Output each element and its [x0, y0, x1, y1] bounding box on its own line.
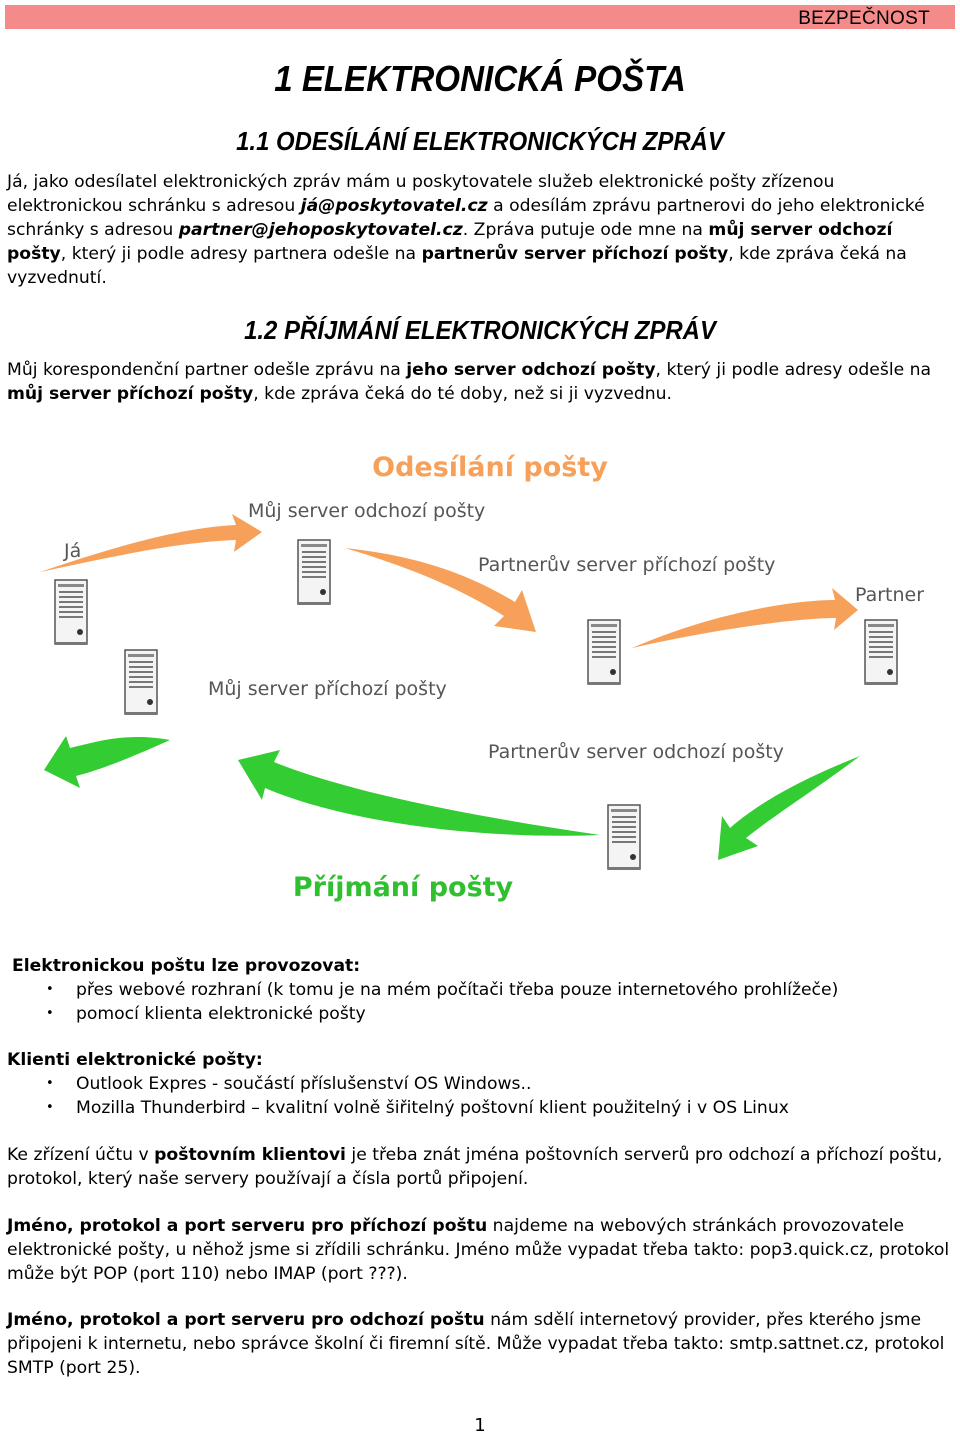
server-partner-incoming-icon	[587, 619, 621, 686]
partner-email-address: partner@jehoposkytovatel.cz	[178, 220, 463, 240]
server-my-incoming-icon	[124, 649, 158, 716]
send-arrow-icon	[345, 548, 536, 632]
paragraph-receiving: Můj korespondenční partner odešle zprávu…	[7, 360, 932, 404]
diagram-title-sending: Odesílání pošty	[372, 452, 608, 483]
server-me-icon	[54, 579, 88, 646]
server-my-outgoing-icon	[297, 539, 331, 606]
receive-arrow-icon	[718, 756, 860, 860]
list-item: pomocí klienta elektronické pošty	[0, 1002, 950, 1026]
paragraph-outgoing-server: Jméno, protokol a port serveru pro odcho…	[7, 1310, 945, 1378]
paragraph-account-setup: Ke zřízení účtu v poštovním klientovi je…	[7, 1145, 943, 1189]
header-label: BEZPEČNOST	[798, 8, 930, 29]
page-title: 1 ELEKTRONICKÁ POŠTA	[274, 58, 686, 99]
section-heading-sending: 1.1 ODESÍLÁNÍ ELEKTRONICKÝCH ZPRÁV	[236, 126, 724, 156]
clients-list: Outlook Expres - součástí příslušenství …	[0, 1072, 950, 1120]
ways-heading: Elektronickou poštu lze provozovat:	[12, 956, 361, 976]
ways-list: přes webové rozhraní (k tomu je na mém p…	[0, 978, 950, 1026]
label-my-incoming-server: Můj server příchozí pošty	[208, 678, 447, 700]
label-me: Já	[63, 540, 81, 562]
email-flow-diagram: Odesílání pošty Příjmání pošty Já Partne…	[40, 452, 924, 903]
label-partner: Partner	[855, 584, 924, 606]
page-number: 1	[474, 1415, 486, 1436]
diagram-title-receiving: Příjmání pošty	[293, 872, 514, 903]
receive-arrow-icon	[238, 750, 600, 836]
label-partner-incoming-server: Partnerův server příchozí pošty	[478, 554, 775, 576]
paragraph-sending: Já, jako odesílatel elektronických zpráv…	[7, 172, 925, 288]
header-bar	[5, 5, 955, 29]
section-heading-receiving: 1.2 PŘÍJMÁNÍ ELEKTRONICKÝCH ZPRÁV	[244, 315, 716, 345]
server-partner-icon	[864, 619, 898, 686]
send-arrow-icon	[40, 514, 262, 572]
list-item: Mozilla Thunderbird – kvalitní volně šiř…	[0, 1096, 950, 1120]
receive-arrow-icon	[44, 736, 170, 788]
label-partner-outgoing-server: Partnerův server odchozí pošty	[488, 741, 784, 763]
clients-heading: Klienti elektronické pošty:	[7, 1050, 263, 1070]
my-email-address: já@poskytovatel.cz	[300, 196, 488, 216]
list-item: Outlook Expres - součástí příslušenství …	[0, 1072, 950, 1096]
label-my-outgoing-server: Můj server odchozí pošty	[248, 500, 485, 522]
send-arrow-icon	[632, 588, 858, 648]
server-partner-outgoing-icon	[607, 804, 641, 871]
list-item: přes webové rozhraní (k tomu je na mém p…	[0, 978, 950, 1002]
paragraph-incoming-server: Jméno, protokol a port serveru pro přích…	[7, 1216, 950, 1284]
